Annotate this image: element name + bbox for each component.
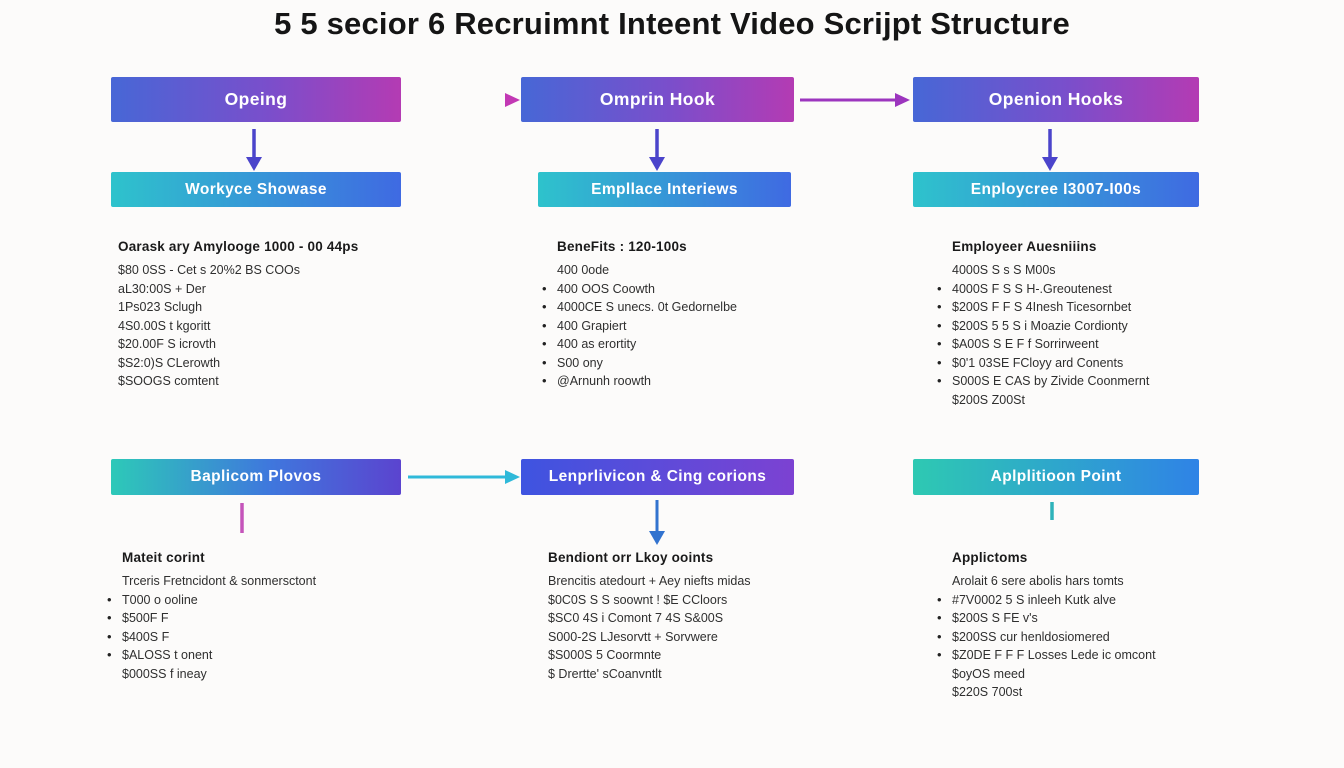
flow-box-label: Workyce Showase (185, 180, 327, 198)
flow-box-workplace-showcase: Workyce Showase (111, 172, 401, 207)
list-line: 400 OOS Coowth (542, 280, 877, 299)
list-heading: Oarask ary Amylooge 1000 - 00 44ps (118, 239, 359, 254)
list-line: $500F F (107, 609, 442, 628)
list-line: $S000S 5 Coormnte (548, 648, 662, 662)
list-lines: Trceris Fretncidont & sonmersctontT000 o… (107, 572, 442, 683)
list-line: @Arnunh roowth (542, 372, 877, 391)
list-line: $SC0 4S i Comont 7 4S S&00S (548, 611, 724, 625)
flow-box-opening: Opeing (111, 77, 401, 122)
arrow-opening-to-hook (408, 93, 520, 107)
list-heading: Applictoms (952, 550, 1028, 565)
list-line: 400 Grapiert (542, 317, 877, 336)
list-line: $20.00F S icrovth (118, 337, 216, 351)
flow-box-label: Baplicom Plovos (190, 468, 322, 485)
list-line: S000S E CAS by Zivide Coonmernt (937, 372, 1272, 391)
list-key-points: Bendiont orr Lkoy ooints Brencitis atedo… (548, 550, 868, 683)
list-heading: Bendiont orr Lkoy ooints (548, 550, 714, 565)
flow-box-employee-interviews: Empllace Interiews (538, 172, 791, 207)
list-line: $200S Z00St (952, 392, 1025, 407)
arrow-down-col1 (246, 129, 262, 171)
list-line: $0'1 03SE FCloyy ard Conents (937, 354, 1272, 373)
list-heading: Employeer Auesniiins (952, 239, 1097, 254)
flow-box-hook: Omprin Hook (521, 77, 794, 122)
list-line: $200S S FE v's (937, 609, 1272, 628)
list-line: Brencitis atedourt + Aey niefts midas (548, 574, 751, 588)
list-workplace-showcase: Oarask ary Amylooge 1000 - 00 44ps $80 0… (118, 239, 438, 391)
list-lines: 4000S S s S M00s 4000S F S S H-.Greoutene… (937, 261, 1272, 409)
arrow-baplicom-to-cta (408, 470, 520, 484)
flow-box-label: Enploycree I3007-I00s (970, 180, 1142, 198)
list-mateit: Mateit corint Trceris Fretncidont & sonm… (107, 550, 442, 683)
page-title: 5 5 secior 6 Recruimnt Inteent Video Scr… (274, 6, 1070, 41)
flow-box-baplicom-plovos: Baplicom Plovos (111, 459, 401, 495)
list-line: T000 o ooline (107, 591, 442, 610)
flow-box-cta: Lenprlivicon & Cing corions (521, 459, 794, 495)
list-line: $400S F (107, 628, 442, 647)
list-line: #7V0002 5 S inleeh Kutk alve (937, 591, 1272, 610)
flow-box-label: Opeing (224, 89, 288, 109)
list-lines: Arolait 6 sere abolis hars tomts #7V0002 … (937, 572, 1272, 702)
flow-box-employee-stories: Enploycree I3007-I00s (913, 172, 1199, 207)
list-line: $80 0SS - Cet s 20%2 BS COOs (118, 263, 301, 277)
list-line: $220S 700st (952, 685, 1023, 699)
list-line: Arolait 6 sere abolis hars tomts (952, 574, 1124, 588)
list-line: $Z0DE F F F Losses Lede ic omcont (937, 646, 1272, 665)
flow-box-label: Openion Hooks (988, 89, 1124, 109)
list-line: 4000S F S S H-.Greoutenest (937, 280, 1272, 299)
flow-box-label: Aplplitioon Point (990, 468, 1122, 485)
list-line: 4S0.00S t kgoritt (118, 318, 211, 333)
list-line: $S2:0)S CLerowth (118, 355, 221, 370)
arrow-down-col3 (1042, 129, 1058, 171)
list-line: 400 0ode (557, 263, 610, 277)
list-line: $A00S S E F f Sorrirweent (937, 335, 1272, 354)
flow-box-label: Omprin Hook (599, 89, 716, 109)
list-line: $oyOS meed (952, 666, 1025, 681)
list-line: 4000S S s S M00s (952, 263, 1056, 277)
list-line: 4000CE S unecs. 0t Gedornelbe (542, 298, 877, 317)
flow-box-label: Empllace Interiews (591, 180, 738, 198)
list-line: S00 ony (542, 354, 877, 373)
list-benefits: BeneFits : 120-100s 400 0ode 400 OOS Coow… (542, 239, 877, 391)
list-line: $SOOGS comtent (118, 374, 219, 388)
list-line: Trceris Fretncidont & sonmersctont (122, 574, 317, 588)
list-line: $200SS cur henldosiomered (937, 628, 1272, 647)
list-line: $000SS f ineay (122, 666, 207, 681)
list-applications: Applictoms Arolait 6 sere abolis hars to… (937, 550, 1272, 702)
list-line: 400 as erortity (542, 335, 877, 354)
list-line: $ALOSS t onent (107, 646, 442, 665)
list-line: $200S F F S 4Inesh Ticesornbet (937, 298, 1272, 317)
list-line: S000-2S LJesorvtt + Sorvwere (548, 629, 718, 644)
list-employer: Employeer Auesniiins 4000S S s S M00s400… (937, 239, 1272, 409)
list-lines: 400 0ode 400 OOS Coowth4000CE S unecs. 0t… (542, 261, 877, 391)
list-line: aL30:00S + Der (118, 281, 206, 296)
arrow-down-cta (649, 500, 665, 545)
flow-box-openion-hooks: Openion Hooks (913, 77, 1199, 122)
list-heading: BeneFits : 120-100s (557, 239, 687, 254)
flow-box-label: Lenprlivicon & Cing corions (548, 468, 767, 485)
list-lines: $80 0SS - Cet s 20%2 BS COOs aL30:00S + D… (118, 261, 438, 391)
list-heading: Mateit corint (122, 550, 205, 565)
list-line: $ Drertte' sCoanvntlt (548, 666, 662, 681)
list-line: 1Ps023 Sclugh (118, 300, 203, 314)
list-line: $0C0S S S soownt ! $E CCloors (548, 592, 728, 607)
arrow-down-col2 (649, 129, 665, 171)
flow-box-application-point: Aplplitioon Point (913, 459, 1199, 495)
list-lines: Brencitis atedourt + Aey niefts midas $0C… (548, 572, 868, 683)
list-line: $200S 5 5 S i Moazie Cordionty (937, 317, 1272, 336)
arrow-hook-to-openion (800, 93, 910, 107)
